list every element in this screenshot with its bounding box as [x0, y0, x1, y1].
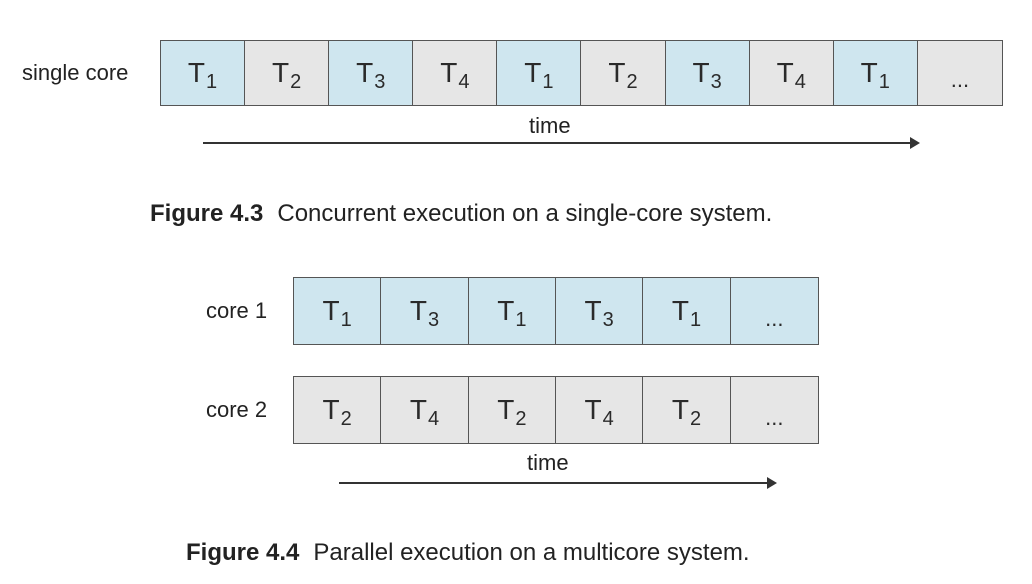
thread-number: 1	[515, 308, 527, 331]
thread-number: 1	[206, 70, 218, 93]
caption-fig-4-3: Figure 4.3 Concurrent execution on a sing…	[150, 202, 772, 226]
thread-letter: T	[409, 394, 427, 425]
thread-number: 3	[374, 70, 386, 93]
thread-letter: ...	[765, 405, 784, 430]
timeslice-cell: ...	[730, 377, 818, 443]
thread-number: 3	[427, 308, 440, 331]
thread-letter: T	[409, 295, 427, 326]
thread-number: 1	[689, 308, 702, 331]
thread-letter: T	[692, 57, 710, 88]
thread-letter: T	[608, 57, 626, 88]
caption-fig-4-4: Figure 4.4 Parallel execution on a multic…	[186, 541, 750, 565]
figure-caption-text: Parallel execution on a multicore system…	[313, 539, 750, 566]
thread-number: 1	[878, 70, 890, 93]
thread-letter: T	[356, 57, 374, 88]
core-2-label: core 2	[206, 397, 268, 422]
thread-number: 4	[794, 70, 806, 93]
thread-letter: T	[187, 57, 206, 88]
thread-letter: T	[584, 295, 602, 326]
time-label-fig-4-3: time	[529, 113, 571, 138]
timeslice-cell: ...	[917, 41, 1002, 105]
thread-letter: T	[671, 394, 689, 425]
arrow-head-icon	[767, 477, 777, 489]
thread-letter: T	[440, 57, 458, 88]
thread-letter: T	[584, 394, 602, 425]
thread-number: 4	[458, 70, 470, 93]
thread-number: 3	[602, 308, 614, 331]
thread-letter: T	[322, 295, 340, 326]
time-arrow-fig-4-3	[203, 137, 920, 149]
thread-number: 2	[626, 70, 638, 93]
thread-number: 2	[290, 70, 302, 93]
thread-letter: T	[860, 57, 878, 88]
figure-number: Figure 4.4	[186, 539, 300, 566]
thread-number: 1	[340, 308, 352, 331]
thread-letter: T	[497, 295, 515, 326]
thread-number: 4	[427, 407, 440, 430]
thread-number: 4	[602, 407, 614, 430]
thread-letter: ...	[950, 67, 970, 92]
thread-letter: T	[671, 295, 689, 326]
thread-number: 2	[689, 407, 702, 430]
core-1-label: core 1	[206, 298, 268, 323]
time-label-fig-4-4: time	[527, 450, 569, 475]
thread-number: 3	[710, 70, 722, 93]
time-arrow-fig-4-4	[339, 477, 777, 489]
thread-number: 2	[515, 407, 527, 430]
arrow-head-icon	[910, 137, 920, 149]
thread-letter: T	[322, 394, 340, 425]
figure-caption-text: Concurrent execution on a single-core sy…	[277, 200, 773, 227]
thread-letter: T	[524, 57, 542, 88]
thread-letter: T	[272, 57, 290, 88]
figure-number: Figure 4.3	[150, 200, 264, 227]
single-core-label: single core	[22, 60, 129, 85]
thread-letter: ...	[765, 306, 784, 331]
thread-letter: T	[776, 57, 794, 88]
thread-letter: T	[497, 394, 515, 425]
thread-number: 1	[542, 70, 554, 93]
timeslice-cell: ...	[730, 278, 818, 344]
thread-number: 2	[340, 407, 352, 430]
